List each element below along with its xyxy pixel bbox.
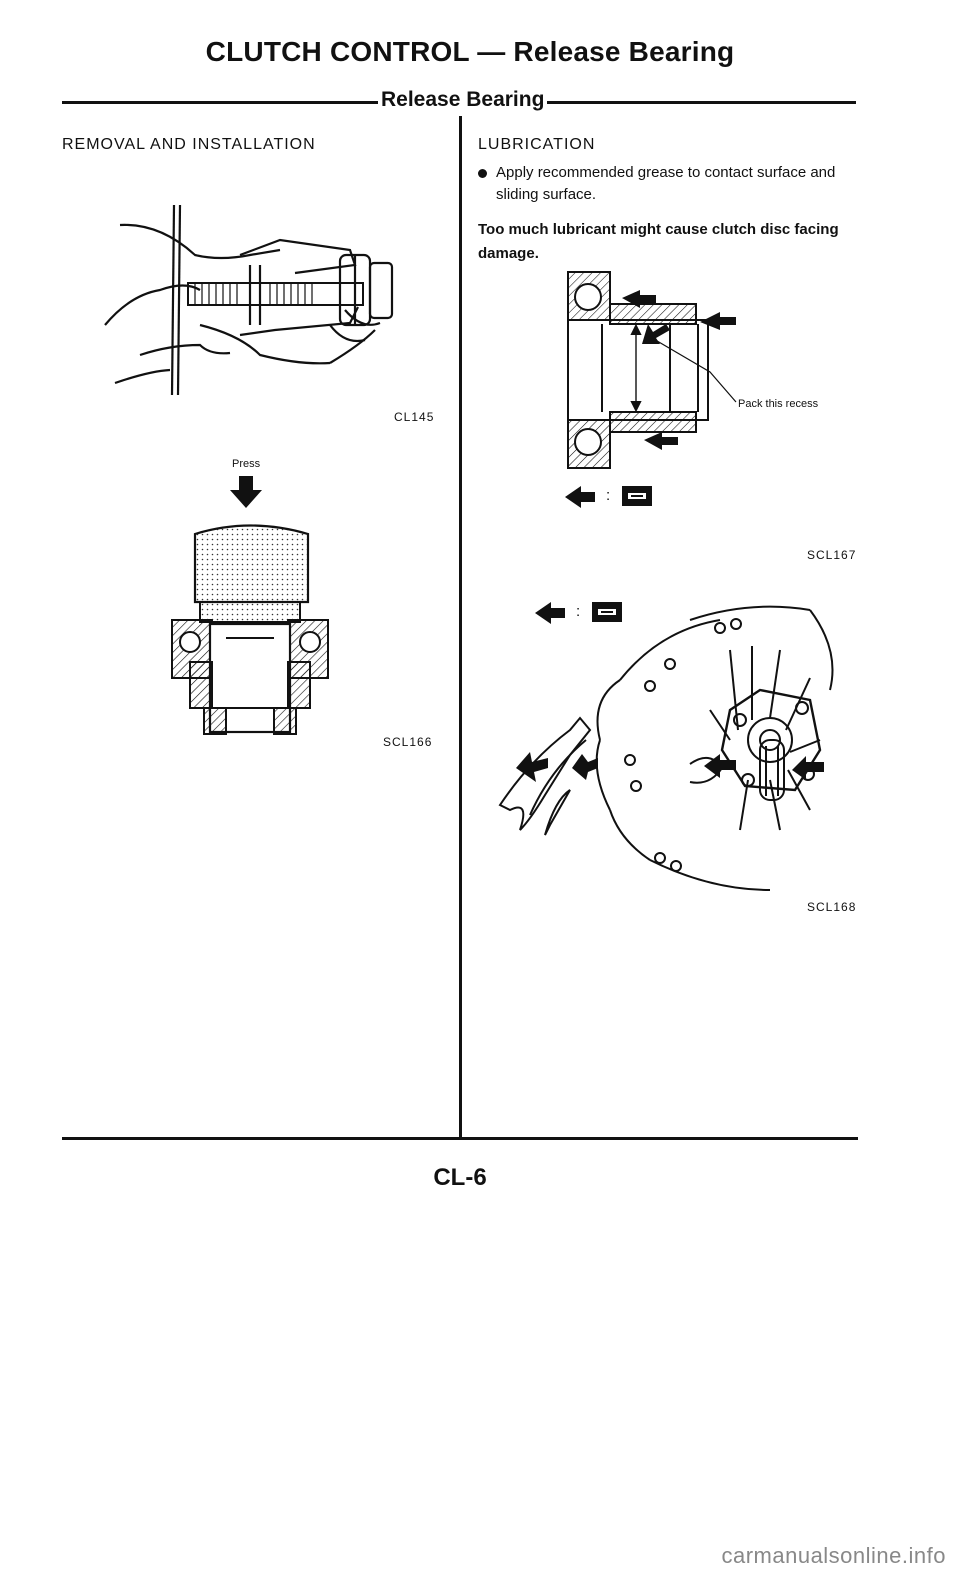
footer-rule [62, 1137, 858, 1140]
removal-heading: REMOVAL AND INSTALLATION [62, 136, 316, 153]
lubrication-instruction: Apply recommended grease to contact surf… [496, 164, 836, 203]
press-label: Press [232, 458, 261, 470]
figure-id-scl167: SCL167 [807, 548, 857, 562]
grease-arrow-icon [565, 486, 595, 508]
pack-recess-label: Pack this recess [738, 398, 819, 410]
section-title: Release Bearing [378, 88, 548, 112]
bullet-dot [478, 169, 487, 178]
figure-id-scl168: SCL168 [807, 900, 857, 914]
release-fork-illustration [498, 605, 834, 891]
bearing-section-illustration [567, 271, 737, 469]
puller-illustration [104, 204, 394, 396]
lubrication-heading: LUBRICATION [478, 136, 596, 153]
figure-id-scl166: SCL166 [383, 735, 433, 749]
grease-arrow-icon-2 [535, 602, 565, 624]
press-arrow-icon [230, 476, 262, 508]
bearing-press-illustration [171, 524, 329, 735]
legend-separator: : [606, 487, 611, 504]
legend-separator-2: : [576, 603, 581, 620]
page-title: CLUTCH CONTROL — Release Bearing [205, 36, 735, 67]
grease-symbol-icon [622, 486, 652, 506]
watermark-text: carmanualsonline.info [721, 1543, 946, 1568]
page-number: CL-6 [433, 1164, 487, 1191]
column-divider [459, 116, 462, 1138]
figure-id-cl145: CL145 [394, 410, 435, 424]
lubrication-warning: Too much lubricant might cause clutch di… [478, 221, 839, 262]
grease-symbol-icon-2 [592, 602, 622, 622]
